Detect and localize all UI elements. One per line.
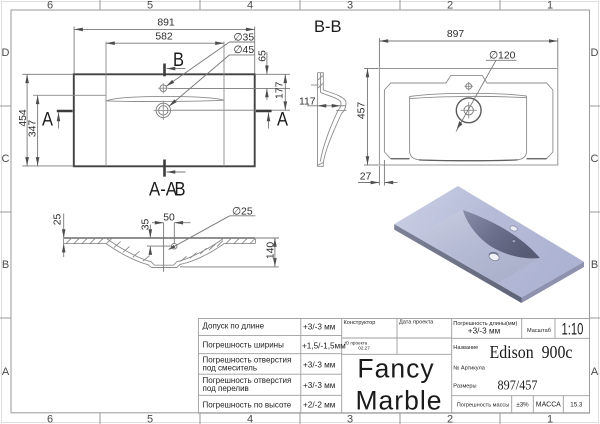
svg-text:Ю проекта: Ю проекта <box>345 340 368 345</box>
svg-text:A: A <box>277 110 288 131</box>
svg-text:под перелив: под перелив <box>203 384 249 393</box>
svg-text:15.3: 15.3 <box>570 401 583 408</box>
svg-text:+1,5/-1,5мм: +1,5/-1,5мм <box>302 342 346 351</box>
svg-text:+3/-3 мм: +3/-3 мм <box>468 327 501 336</box>
svg-text:1: 1 <box>547 0 553 12</box>
svg-text:897/457: 897/457 <box>498 378 538 393</box>
svg-text:B: B <box>591 259 598 271</box>
svg-text:582: 582 <box>155 32 173 43</box>
svg-text:A: A <box>591 366 599 378</box>
svg-text:C: C <box>591 153 599 165</box>
svg-text:Масштаб: Масштаб <box>527 328 551 334</box>
svg-text:Погрешность ширины: Погрешность ширины <box>203 341 285 350</box>
svg-text:+3/-3 мм: +3/-3 мм <box>303 361 336 370</box>
svg-text:Название: Название <box>453 345 478 351</box>
svg-text:Fancy: Fancy <box>357 354 434 384</box>
svg-text:2: 2 <box>447 414 453 424</box>
svg-text:457: 457 <box>356 102 367 120</box>
svg-text:B: B <box>2 259 9 271</box>
svg-text:+3/-3 мм: +3/-3 мм <box>303 323 336 332</box>
svg-text:A: A <box>2 366 10 378</box>
svg-text:Погрешность по высоте: Погрешность по высоте <box>203 401 292 410</box>
svg-text:5: 5 <box>147 414 153 424</box>
svg-text:Дата проекта: Дата проекта <box>399 319 434 325</box>
svg-text:347: 347 <box>27 120 38 138</box>
svg-text:5: 5 <box>147 0 153 12</box>
svg-text:+2/-2 мм: +2/-2 мм <box>303 401 336 410</box>
svg-text:454: 454 <box>18 109 29 127</box>
svg-text:МАССА: МАССА <box>536 402 561 409</box>
svg-text:6: 6 <box>47 0 53 12</box>
svg-text:140: 140 <box>265 242 276 260</box>
svg-text:35: 35 <box>140 219 151 231</box>
svg-text:∅25: ∅25 <box>232 206 253 217</box>
svg-text:897: 897 <box>447 29 465 40</box>
svg-text:1:10: 1:10 <box>562 320 584 338</box>
svg-text:C: C <box>2 153 10 165</box>
svg-text:4: 4 <box>247 0 253 12</box>
svg-text:Погрешность отверстия: Погрешность отверстия <box>203 356 292 365</box>
svg-text:177: 177 <box>274 81 285 99</box>
svg-text:Допуск по длине: Допуск по длине <box>203 322 265 331</box>
svg-text:Конструктор: Конструктор <box>344 320 376 326</box>
svg-text:117: 117 <box>299 96 316 107</box>
svg-text:B-B: B-B <box>314 18 342 36</box>
svg-text:27: 27 <box>360 172 372 183</box>
svg-text:4: 4 <box>247 414 253 424</box>
svg-text:2: 2 <box>447 0 453 12</box>
svg-text:+3/-3 мм: +3/-3 мм <box>303 381 336 390</box>
svg-text:∅120: ∅120 <box>489 51 516 62</box>
svg-text:№ Артикула: № Артикула <box>453 366 485 372</box>
svg-text:A: A <box>42 110 53 131</box>
svg-text:Погрешность отверстия: Погрешность отверстия <box>203 376 292 385</box>
svg-text:3: 3 <box>347 0 353 12</box>
svg-text:Marble: Marble <box>355 386 442 416</box>
svg-text:B: B <box>173 50 184 71</box>
svg-text:25: 25 <box>52 214 63 226</box>
svg-text:под смеситель: под смеситель <box>203 364 258 373</box>
svg-text:Edison 900c: Edison 900c <box>490 342 573 362</box>
svg-text:02.27: 02.27 <box>358 345 370 350</box>
svg-text:D: D <box>591 47 599 59</box>
svg-text:65: 65 <box>257 50 268 62</box>
svg-text:B: B <box>175 180 186 201</box>
svg-text:∅35: ∅35 <box>234 32 255 43</box>
svg-text:A-A: A-A <box>149 180 177 201</box>
svg-text:D: D <box>2 47 10 59</box>
svg-text:Погрешность длины(мм): Погрешность длины(мм) <box>453 321 517 327</box>
svg-text:Размеры: Размеры <box>453 384 476 390</box>
svg-text:Погрешность массы: Погрешность массы <box>457 403 509 409</box>
svg-text:∅45: ∅45 <box>234 45 255 56</box>
svg-text:1: 1 <box>547 414 553 424</box>
svg-text:891: 891 <box>157 18 175 29</box>
svg-text:3: 3 <box>347 414 353 424</box>
svg-text:±3%: ±3% <box>516 401 529 408</box>
svg-text:50: 50 <box>163 212 175 223</box>
svg-text:6: 6 <box>47 414 53 424</box>
